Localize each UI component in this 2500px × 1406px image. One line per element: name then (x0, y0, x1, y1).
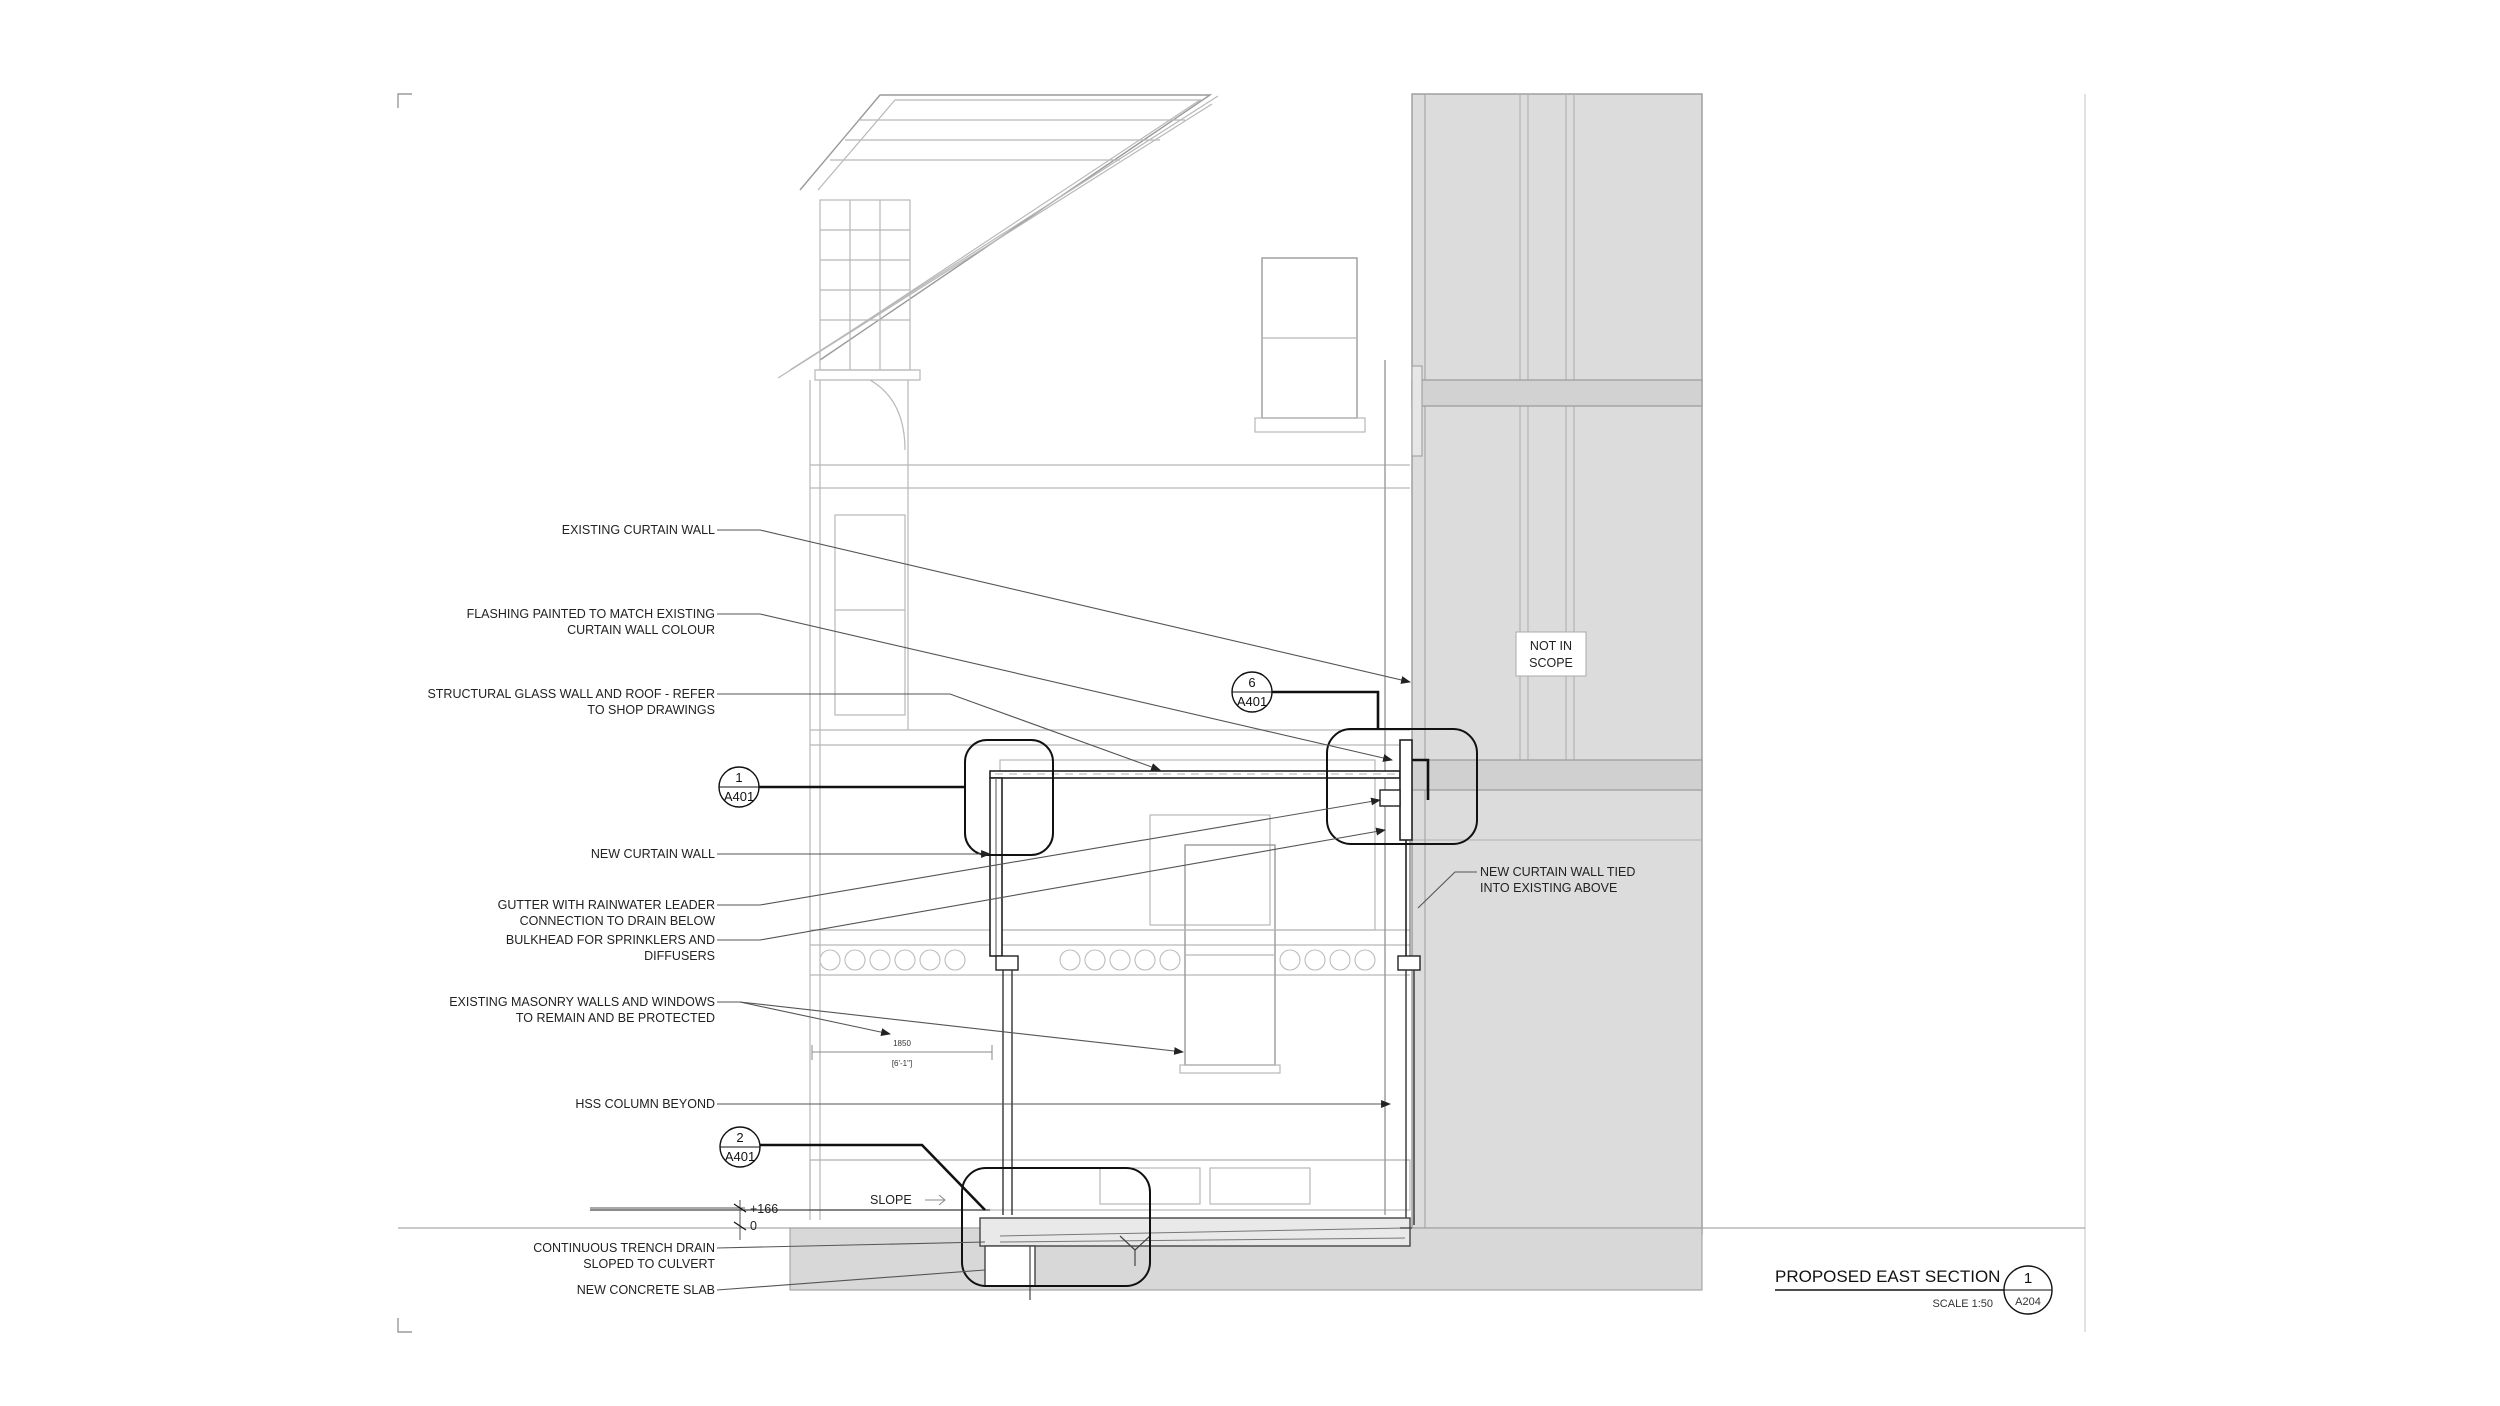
note-leaders (716, 529, 1477, 1291)
note-structural-glass-1: STRUCTURAL GLASS WALL AND ROOF - REFER (427, 687, 715, 701)
not-in-scope-label-2: SCOPE (1529, 656, 1573, 670)
trench-drain (984, 1245, 1036, 1287)
detail-tag-1[interactable]: 1 A401 (718, 766, 965, 808)
detail-callout-clouds (961, 728, 1478, 1287)
note-gutter-2: CONNECTION TO DRAIN BELOW (520, 914, 716, 928)
detail-tag-6[interactable]: 6 A401 (1231, 671, 1380, 729)
detail-tag-2-sheet: A401 (725, 1149, 755, 1164)
detail-tag-2[interactable]: 2 A401 (719, 1126, 986, 1211)
note-masonry-1: EXISTING MASONRY WALLS AND WINDOWS (449, 995, 715, 1009)
detail-tag-1-sheet: A401 (724, 789, 754, 804)
drawing-scale: SCALE 1:50 (1932, 1298, 1993, 1310)
note-bulkhead-2: DIFFUSERS (644, 949, 715, 963)
slope-indicator: SLOPE (870, 1193, 946, 1207)
slope-label: SLOPE (870, 1193, 912, 1207)
detail-tag-1-number: 1 (735, 770, 742, 785)
note-trench-drain-2: SLOPED TO CULVERT (583, 1257, 715, 1271)
not-in-scope-label-1: NOT IN (1530, 639, 1572, 653)
drawing-number: 1 (2024, 1270, 2032, 1287)
note-existing-curtain-wall: EXISTING CURTAIN WALL (562, 523, 715, 537)
sheet-frame (397, 93, 2086, 1333)
note-hss-column: HSS COLUMN BEYOND (575, 1097, 715, 1111)
elevation-zero: 0 (750, 1219, 757, 1233)
existing-masonry-building (777, 94, 1411, 1220)
annotation-notes: EXISTING CURTAIN WALL FLASHING PAINTED T… (427, 523, 1635, 1297)
note-structural-glass-2: TO SHOP DRAWINGS (587, 703, 715, 717)
note-masonry-2: TO REMAIN AND BE PROTECTED (516, 1011, 715, 1025)
new-glass-addition (989, 739, 1430, 1225)
elevation-markers: +166 0 (590, 1200, 778, 1240)
detail-tag-6-number: 6 (1248, 675, 1255, 690)
note-flashing-1: FLASHING PAINTED TO MATCH EXISTING (467, 607, 715, 621)
dimension-1850: 1850 [6'-1"] (811, 1039, 993, 1068)
ornamental-frieze (819, 949, 1376, 971)
drawing-sheet: A204 (2015, 1296, 2041, 1308)
dimension-value: 1850 (893, 1039, 911, 1048)
note-new-cw-tied-2: INTO EXISTING ABOVE (1480, 881, 1617, 895)
note-new-cw-tied-1: NEW CURTAIN WALL TIED (1480, 865, 1635, 879)
note-new-curtain-wall: NEW CURTAIN WALL (591, 847, 715, 861)
dimension-imperial: [6'-1"] (892, 1059, 912, 1068)
detail-tag-6-sheet: A401 (1237, 694, 1267, 709)
elevation-top: +166 (750, 1202, 778, 1216)
drawing-title: PROPOSED EAST SECTION (1775, 1267, 2000, 1286)
note-gutter-1: GUTTER WITH RAINWATER LEADER (498, 898, 715, 912)
note-bulkhead-1: BULKHEAD FOR SPRINKLERS AND (506, 933, 715, 947)
note-concrete-slab: NEW CONCRETE SLAB (577, 1283, 715, 1297)
note-trench-drain-1: CONTINUOUS TRENCH DRAIN (533, 1241, 715, 1255)
existing-building-not-in-scope: NOT IN SCOPE (1411, 93, 1703, 1235)
note-flashing-2: CURTAIN WALL COLOUR (567, 623, 715, 637)
detail-tag-2-number: 2 (736, 1130, 743, 1145)
ground-and-slab (398, 1209, 2085, 1300)
drawing-title-block: PROPOSED EAST SECTION SCALE 1:50 1 A204 (1775, 1265, 2053, 1315)
